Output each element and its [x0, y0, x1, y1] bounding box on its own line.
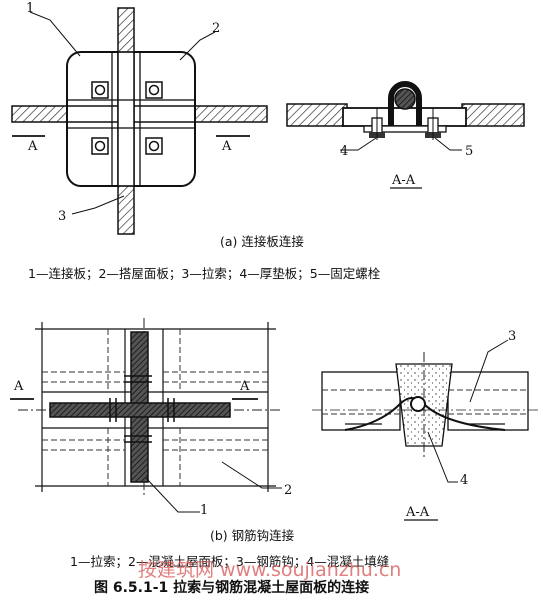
section-view-a: 4 5 A-A	[286, 81, 525, 189]
plan-view-b: A A 1 2	[10, 318, 292, 518]
section-mark-b-left: A	[13, 379, 24, 394]
section-plate	[342, 107, 467, 127]
legend-a: 1—连接板；2—搭屋面板；3—拉索；4—厚垫板；5—固定螺栓	[28, 266, 381, 281]
label-3-a: 3	[58, 209, 66, 224]
label-1-b: 1	[200, 503, 208, 518]
section-title-b: A-A	[405, 505, 430, 520]
section-view-b: 3 4 A-A	[312, 329, 538, 521]
section-title-a: A-A	[391, 173, 416, 188]
plan-view-a: A A 1 2 3	[11, 1, 268, 235]
label-2-a: 2	[212, 21, 220, 36]
watermark: 按建筑网 www.soujianzhu.cn	[138, 559, 401, 581]
legend-b: 1—拉索；2—混凝土屋面板；3—钢筋钩；4—混凝土填缝	[70, 554, 389, 569]
label-4-a: 4	[340, 144, 348, 159]
section-mark-a-right: A	[221, 139, 232, 154]
figure-title: 图 6.5.1-1 拉索与钢筋混凝土屋面板的连接	[94, 579, 369, 596]
section-mark-a-left: A	[27, 139, 38, 154]
label-3-b: 3	[508, 329, 516, 344]
cable-loop	[388, 81, 422, 126]
cable-horizontal-b	[49, 402, 231, 418]
label-4-b: 4	[460, 473, 468, 488]
label-2-b: 2	[284, 483, 292, 498]
caption-a: (a) 连接板连接	[220, 234, 304, 249]
label-5-a: 5	[465, 144, 473, 159]
label-1-a: 1	[26, 1, 34, 16]
bolt-group	[91, 81, 163, 155]
caption-b: (b) 钢筋钩连接	[210, 528, 295, 543]
section-mark-b-right: A	[239, 379, 250, 394]
